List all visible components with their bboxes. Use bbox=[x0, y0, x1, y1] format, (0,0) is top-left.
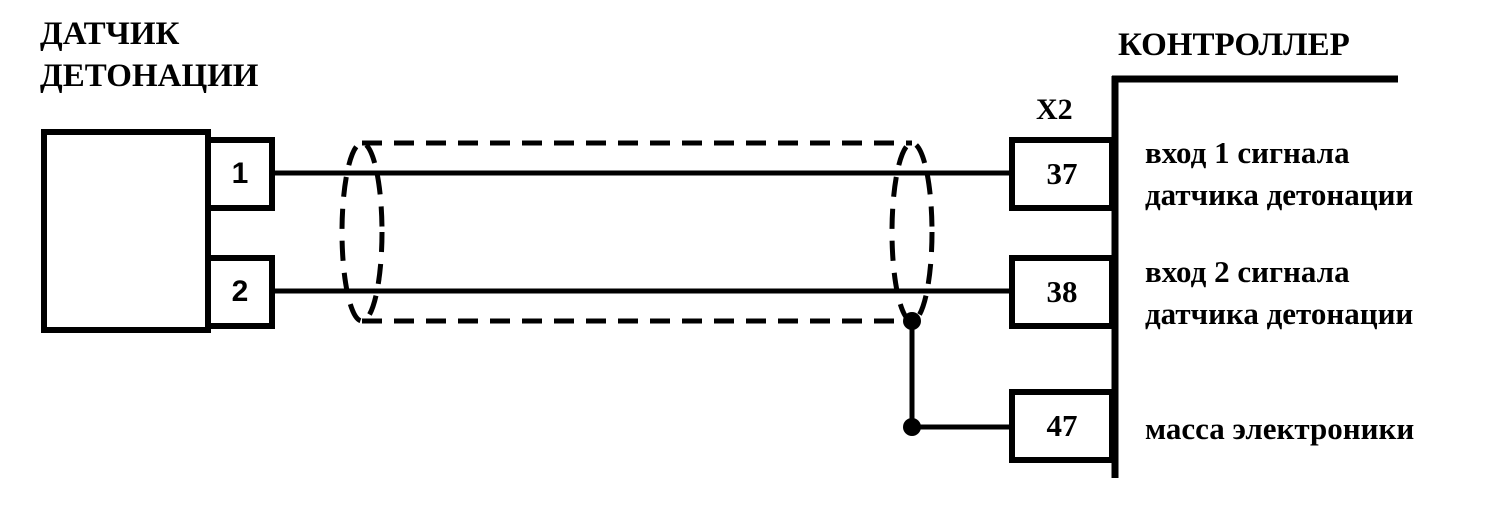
pin-37-description-line2: датчика детонации bbox=[1145, 177, 1414, 212]
sensor-pin-1-label: 1 bbox=[231, 157, 249, 190]
connector-label: X2 bbox=[1036, 93, 1073, 126]
controller-pin-37-label: 37 bbox=[1046, 156, 1078, 191]
sensor-title-line1: ДАТЧИК bbox=[40, 16, 180, 52]
pin-38-description-line1: вход 2 сигнала bbox=[1145, 254, 1350, 289]
controller-title: КОНТРОЛЛЕР bbox=[1118, 27, 1350, 63]
controller-pin-47-label: 47 bbox=[1046, 408, 1078, 443]
pin-38-description-line2: датчика детонации bbox=[1145, 296, 1414, 331]
controller-pin-38-label: 38 bbox=[1046, 274, 1078, 309]
sensor-pin-2-label: 2 bbox=[231, 275, 249, 308]
sensor-body bbox=[41, 129, 211, 333]
cable-shield bbox=[339, 140, 935, 324]
junction-dot-shield bbox=[903, 312, 921, 330]
sensor-title-line2: ДЕТОНАЦИИ bbox=[40, 58, 259, 94]
pin-37-description-line1: вход 1 сигнала bbox=[1145, 135, 1350, 170]
pin-47-description: масса электроники bbox=[1145, 411, 1415, 446]
junction-dot-ground bbox=[903, 418, 921, 436]
